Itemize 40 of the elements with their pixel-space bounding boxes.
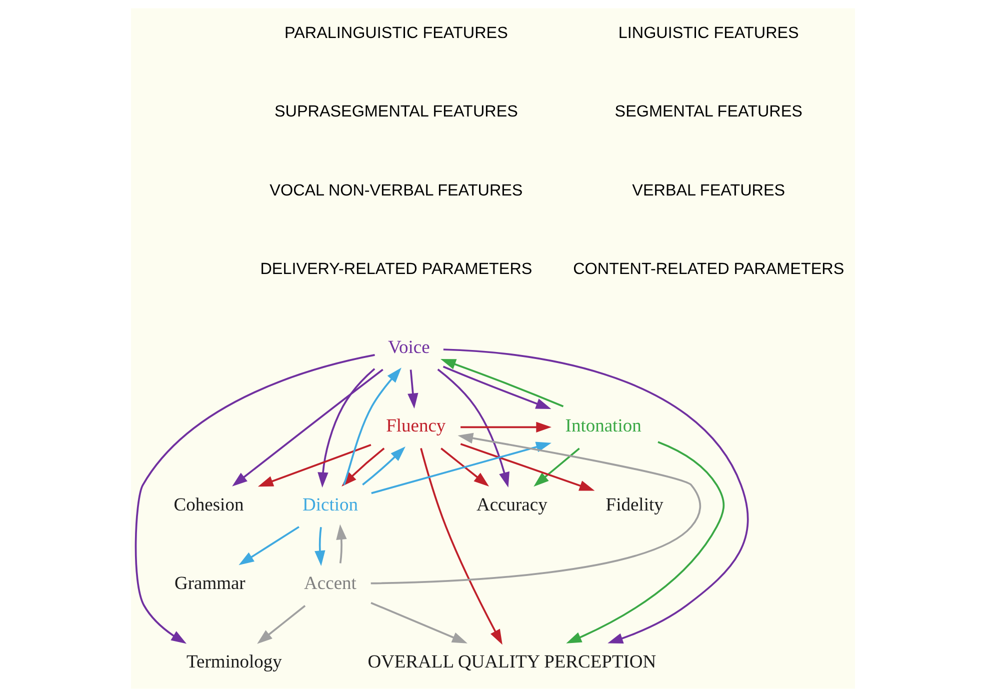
arrow [134, 354, 375, 644]
node-text: Fidelity [606, 495, 664, 516]
node-text: Accuracy [476, 495, 548, 516]
label: VERBAL FEATURES [632, 181, 786, 200]
arrow [460, 443, 595, 491]
arrow [443, 348, 749, 644]
label: SEGMENTAL FEATURES [614, 102, 802, 121]
arrow [440, 448, 490, 487]
arrow [314, 526, 326, 566]
label: DELIVERY-RELATED PARAMETERS [260, 260, 532, 278]
node-text: Fluency [386, 416, 446, 437]
arrow [420, 448, 502, 645]
arrow [440, 359, 564, 408]
node-text: Diction [302, 495, 358, 516]
arrow [437, 368, 510, 488]
arrow [460, 422, 552, 433]
label: SUPRASEGMENTAL FEATURES [274, 102, 518, 121]
arrow [362, 446, 406, 486]
node-text: Accent [304, 574, 356, 594]
node-text: OVERALL QUALITY PERCEPTION [368, 652, 656, 673]
arrow [343, 368, 402, 486]
arrow [442, 366, 552, 410]
node-text: Terminology [186, 652, 282, 673]
arrow [370, 602, 468, 644]
arrow [370, 432, 702, 584]
label: LINGUISTIC FEATURES [618, 24, 799, 42]
node-text: Grammar [174, 574, 246, 594]
node-text: Cohesion [174, 495, 244, 516]
label: CONTENT-RELATED PARAMETERS [573, 260, 844, 278]
arrow [371, 442, 552, 494]
arrow [257, 605, 306, 644]
node-text: Intonation [565, 416, 642, 437]
arrow [238, 526, 300, 566]
arrow [408, 370, 418, 409]
arrow [534, 448, 580, 487]
arrow [566, 441, 724, 644]
label: PARALINGUISTIC FEATURES [284, 24, 508, 42]
arrow [336, 524, 347, 564]
node-text: Voice [388, 338, 430, 358]
label: VOCAL NON-VERBAL FEATURES [270, 181, 523, 200]
